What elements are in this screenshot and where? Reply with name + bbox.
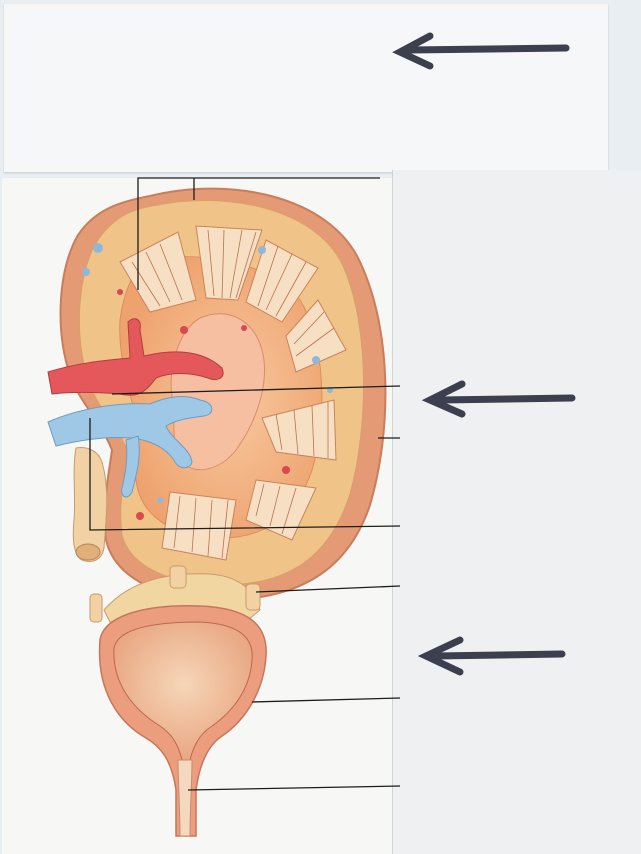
urethra (178, 760, 192, 836)
arrow-icon-top (400, 36, 566, 66)
bladder-right-tube (246, 584, 260, 610)
ureter-opening (76, 544, 100, 560)
leader-line-8 (188, 786, 400, 790)
leader-line-7 (252, 698, 400, 702)
bladder-lumen (114, 622, 252, 760)
arrow-icon-bottom (426, 640, 562, 672)
bladder-left-tube (90, 594, 102, 622)
arrow-icon-middle (430, 384, 572, 414)
bladder-center-tube (170, 566, 186, 588)
